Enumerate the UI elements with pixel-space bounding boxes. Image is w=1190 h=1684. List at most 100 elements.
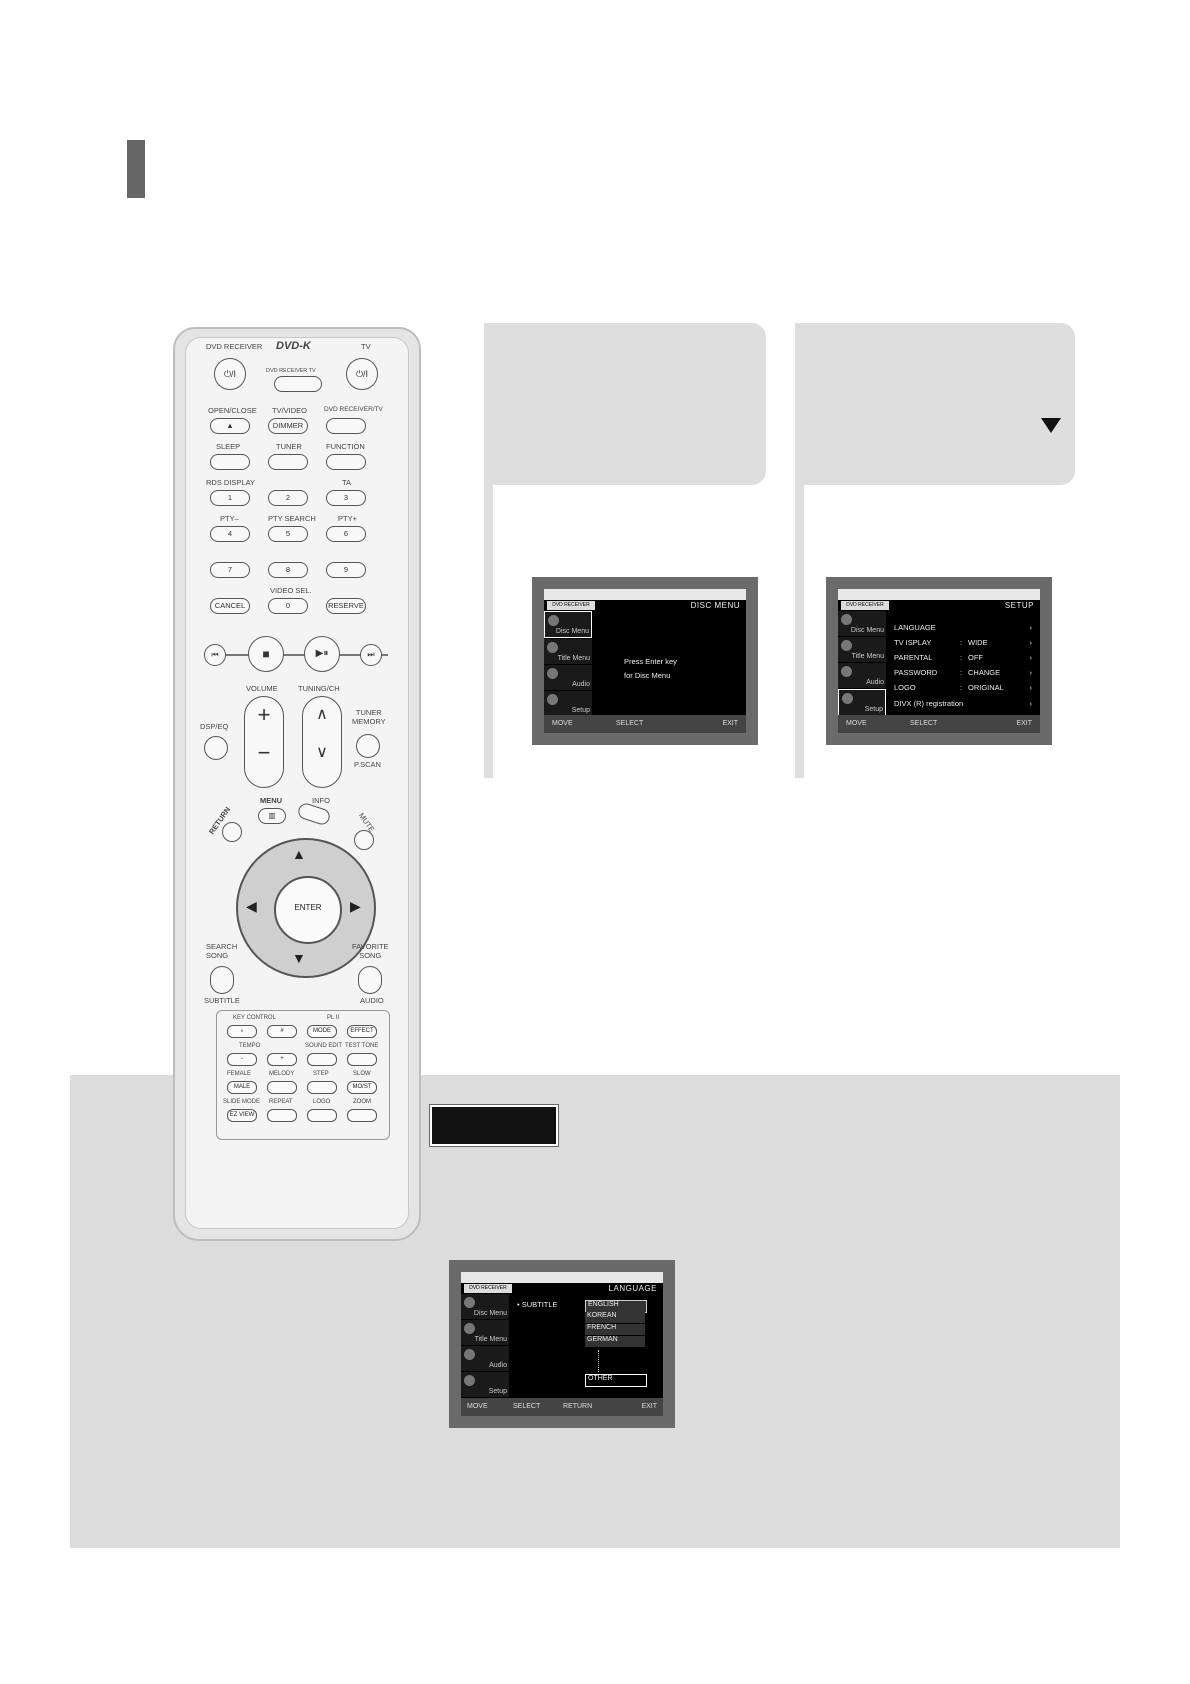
mode-selector-switch[interactable] [274,376,322,392]
label-rds-display: RDS DISPLAY [206,478,256,487]
label-dvd-receiver: DVD RECEIVER [206,342,263,351]
skip-forward-button[interactable]: ⏭ [360,644,382,666]
label-function: FUNCTION [326,442,365,451]
enter-button[interactable]: ENTER [274,876,342,944]
stop-button[interactable]: ■ [248,636,284,672]
number-0-button[interactable]: 0 [268,598,308,614]
mo-st-button[interactable]: MO/ST [347,1081,377,1094]
function-button[interactable] [326,454,366,470]
osd-brand: DVD RECEIVER [547,601,595,610]
osd-footer: MOVE SELECT EXIT [544,715,746,733]
logo-button[interactable] [307,1109,337,1122]
down-arrow-icon [1041,418,1061,433]
label-tempo: TEMPO [239,1043,261,1049]
number-9-button[interactable]: 9 [326,562,366,578]
osd-disc-menu-screen: DVD RECEIVER DISC MENU Disc Menu Title M… [532,577,758,745]
play-pause-button[interactable]: ▶⏸ [304,636,340,672]
tuner-button[interactable] [268,454,308,470]
label-sleep: SLEEP [216,442,241,451]
sound-edit-button[interactable] [307,1053,337,1066]
label-step: STEP [313,1071,329,1077]
transport-divider [204,654,388,656]
label-pl2: PL II [327,1015,340,1021]
gear-icon [547,694,558,705]
nav-right-button[interactable]: ▶ [350,898,361,914]
audio-button[interactable] [358,966,382,994]
melody-button[interactable] [267,1081,297,1094]
dimmer-button[interactable]: DIMMER [268,418,308,434]
label-zoom: ZOOM [353,1099,371,1105]
tempo-plus-button[interactable]: + [267,1053,297,1066]
mute-button[interactable] [354,830,374,850]
dvd-receiver-tv-button[interactable] [326,418,366,434]
number-1-button[interactable]: 1 [210,490,250,506]
number-7-button[interactable]: 7 [210,562,250,578]
osd-setup-screen: DVD RECEIVER SETUP Disc Menu Title Menu … [826,577,1052,745]
number-3-button[interactable]: 3 [326,490,366,506]
label-slide-mode: SLIDE MODE [223,1099,261,1105]
ez-view-button[interactable]: EZ VIEW [227,1109,257,1122]
setup-row-parental: PARENTAL:OFF› [894,653,1032,662]
footer-exit: EXIT [641,1403,657,1410]
osd-brand: DVD RECEIVER [841,601,889,610]
zoom-button[interactable] [347,1109,377,1122]
osd-footer: MOVE SELECT EXIT [838,715,1040,733]
number-5-button[interactable]: 5 [268,526,308,542]
language-option-korean: KOREAN [585,1312,645,1323]
cancel-button[interactable]: CANCEL [210,598,250,614]
number-6-button[interactable]: 6 [326,526,366,542]
footer-select: SELECT [513,1403,541,1410]
info-button[interactable] [296,801,332,827]
label-info: INFO [312,796,330,805]
dsp-eq-button[interactable] [204,736,228,760]
number-2-button[interactable]: 2 [268,490,308,506]
test-tone-button[interactable] [347,1053,377,1066]
osd-side-setup: Setup [838,689,886,716]
step-2-box [795,323,1075,485]
footer-select: SELECT [616,720,644,727]
mode-button[interactable]: MODE [307,1025,337,1038]
speaker-icon [841,666,852,677]
label-tv: TV [361,342,371,351]
nav-left-button[interactable]: ◀ [246,898,257,914]
key-flat-button[interactable]: ♭ [227,1025,257,1038]
return-button[interactable] [222,822,242,842]
number-4-button[interactable]: 4 [210,526,250,542]
label-favorite-song: FAVORITE SONG [352,942,389,960]
label-slow: SLOW [353,1071,371,1077]
key-sharp-button[interactable]: # [267,1025,297,1038]
repeat-button[interactable] [267,1109,297,1122]
open-close-button[interactable]: ▲ [210,418,250,434]
nav-down-button[interactable]: ▼ [292,950,306,966]
power-button-dvd[interactable]: ⏻/I [214,358,246,390]
setup-row-language: LANGUAGE› [894,623,1032,632]
volume-up-button[interactable]: + [257,702,271,727]
menu-button[interactable]: ▥ [258,808,286,824]
sleep-button[interactable] [210,454,250,470]
osd-top-bar [544,589,746,600]
label-ta: TA [342,478,352,487]
volume-down-button[interactable]: − [257,740,271,765]
nav-up-button[interactable]: ▲ [292,846,306,862]
navigation-pad: ▲ ▼ ◀ ▶ ENTER [236,838,376,978]
osd-top-bar [461,1272,663,1283]
label-sound-edit: SOUND EDIT [305,1043,343,1049]
footer-exit: EXIT [722,720,738,727]
skip-back-button[interactable]: ⏮ [204,644,226,666]
reserve-button[interactable]: RESERVE [326,598,366,614]
effect-button[interactable]: EFFECT [347,1025,377,1038]
osd-message-line-2: for Disc Menu [624,671,671,680]
osd-language-screen: DVD RECEIVER LANGUAGE Disc Menu Title Me… [449,1260,675,1428]
power-button-tv[interactable]: ⏻/I [346,358,378,390]
label-search-song: SEARCH SONG [206,942,238,960]
number-8-button[interactable]: 8 [268,562,308,578]
tuning-up-button[interactable]: ∧ [316,706,328,723]
subtitle-button[interactable] [210,966,234,994]
label-tv-video: TV/VIDEO [272,406,308,415]
male-button[interactable]: MALE [227,1081,257,1094]
step-button[interactable] [307,1081,337,1094]
tuner-memory-button[interactable] [356,734,380,758]
tempo-minus-button[interactable]: - [227,1053,257,1066]
tuning-down-button[interactable]: ∨ [316,744,328,761]
gear-icon [464,1375,475,1386]
